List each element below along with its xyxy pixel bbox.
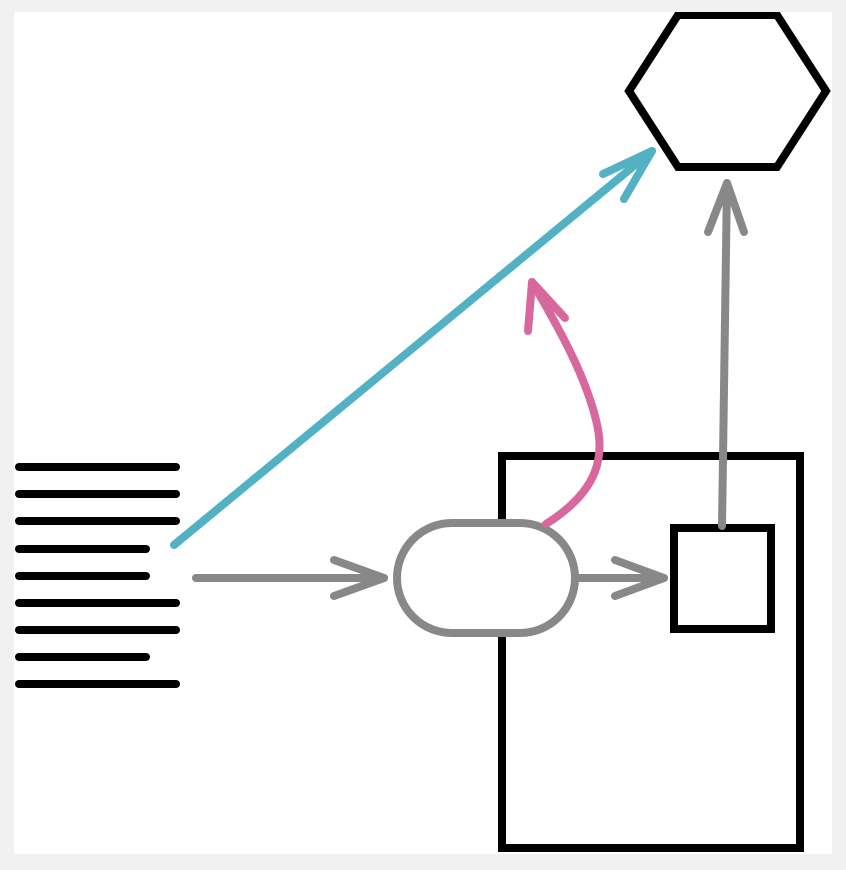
square-node xyxy=(670,524,775,633)
process-flow-arrow xyxy=(574,556,668,600)
pink-arrowhead xyxy=(524,278,569,335)
rectangle-container xyxy=(498,452,804,852)
output-flow-arrow xyxy=(704,179,748,530)
direct-link-arrow xyxy=(170,147,656,549)
gray-arrowhead xyxy=(704,179,748,236)
hexagon-shape xyxy=(624,12,831,171)
pink-arrow-curve xyxy=(528,278,604,528)
input-flow-arrow xyxy=(192,556,388,600)
gray-arrowhead xyxy=(330,556,388,600)
document-lines-icon xyxy=(15,463,180,688)
gray-arrowhead xyxy=(611,556,668,600)
diagram-svg xyxy=(15,12,831,852)
gray-arrow-shaft xyxy=(718,179,731,530)
feedback-arrow xyxy=(524,278,604,528)
teal-arrow-shaft xyxy=(170,147,656,549)
teal-arrowhead xyxy=(599,147,656,203)
diagram-canvas xyxy=(14,12,832,854)
rounded-oval-node xyxy=(393,519,579,637)
